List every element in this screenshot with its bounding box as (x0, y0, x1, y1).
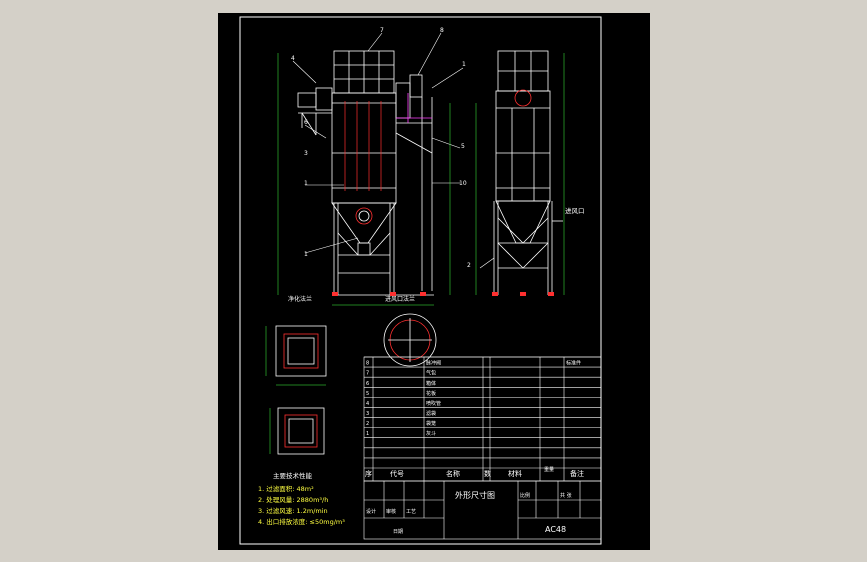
front-view (277, 32, 464, 306)
process-label: 工艺 (406, 509, 416, 515)
bom-row: 2 袋笼 (366, 420, 436, 427)
side-view (475, 50, 565, 296)
bom-row: 8 脉冲阀 标准件 (366, 360, 581, 367)
scale-label: 比例 (520, 492, 530, 499)
callout-1c: 1 (304, 251, 308, 258)
bom-header-qty: 数 (484, 469, 491, 478)
bom-row: 4 喷吹管 (366, 400, 441, 407)
drawing-title: 外形尺寸图 (455, 490, 495, 500)
filter-bags (344, 101, 382, 191)
spec-line-2: 2. 处理风量: 2880m³/h (258, 495, 328, 504)
bom-cell-name: 花板 (426, 390, 436, 397)
bom-cell-name: 喷吹管 (426, 400, 441, 407)
callout-8: 8 (440, 27, 444, 34)
spec-title: 主要技术性能 (273, 471, 313, 480)
callout-2: 2 (467, 262, 471, 269)
bom-cell-remark: 标准件 (566, 360, 581, 367)
callout-1b: 1 (304, 180, 308, 187)
model-number: AC48 (545, 525, 566, 534)
inlet-circle (355, 207, 373, 225)
title-block-text: 外形尺寸图 AC48 比例 共 张 设计 审核 工艺 日期 (366, 490, 572, 535)
label-inlet: 进风口 (565, 207, 585, 215)
bom-cell-name: 箱体 (426, 380, 436, 387)
bom-header-code: 代号 (390, 469, 404, 478)
side-body (495, 90, 551, 202)
bom-table (363, 356, 602, 482)
bom-header-name: 名称 (446, 469, 460, 478)
bom-cell-name: 袋笼 (426, 420, 436, 427)
bom-header-remark: 备注 (570, 469, 584, 478)
bom-row: 5 花板 (366, 390, 436, 397)
bom-cell-name: 滤袋 (426, 410, 436, 417)
bom-row: 3 滤袋 (366, 410, 436, 417)
bom-cell-no: 2 (366, 421, 369, 427)
callout-7: 7 (380, 27, 384, 34)
bom-row: 1 灰斗 (366, 430, 436, 437)
bom-rows: 8 脉冲阀 标准件 7 气包 6 箱体 5 花板 4 喷吹管 3 滤袋 2 袋笼 1 灰斗 (366, 360, 581, 438)
flange-square-2 (269, 407, 325, 455)
cad-drawing: 7 8 1 4 6 3 1 5 10 1 2 进风口 净化法兰 进风口法兰 主要… (239, 16, 602, 545)
spec-line-4: 4. 出口排放浓度: ≤50mg/m³ (258, 517, 345, 526)
callout-10: 10 (459, 180, 467, 187)
bom-cell-name: 气包 (426, 370, 436, 377)
callout-5: 5 (461, 143, 465, 150)
bom-cell-no: 5 (366, 391, 369, 397)
bom-cell-no: 7 (366, 371, 369, 377)
drawing-border (239, 16, 602, 545)
callout-3: 3 (304, 150, 308, 157)
drawing-sheet: 7 8 1 4 6 3 1 5 10 1 2 进风口 净化法兰 进风口法兰 主要… (218, 13, 650, 550)
flange-square-1 (265, 325, 327, 386)
bom-header-weight: 重量 (544, 466, 554, 473)
title-block (363, 480, 602, 540)
callout-4: 4 (291, 55, 295, 62)
bom-cell-no: 1 (366, 431, 369, 437)
bom-row: 6 箱体 (366, 380, 436, 387)
checker-label: 审核 (386, 508, 396, 515)
bom-cell-no: 3 (366, 411, 369, 417)
support-legs (333, 203, 395, 295)
label-flange-inlet: 进风口法兰 (385, 295, 415, 303)
bom-cell-name: 灰斗 (426, 430, 436, 437)
callout-6: 6 (304, 119, 308, 126)
bom-cell-name: 脉冲阀 (426, 360, 441, 367)
filter-body (331, 92, 397, 204)
spec-line-1: 1. 过滤面积: 48m² (258, 484, 314, 493)
bom-cell-no: 4 (366, 401, 369, 407)
anchor-marks (332, 292, 426, 296)
bom-row: 7 气包 (366, 370, 436, 377)
sheet-label: 共 张 (560, 492, 572, 499)
bom-header-material: 材料 (508, 469, 522, 478)
spec-block: 主要技术性能 1. 过滤面积: 48m² 2. 处理风量: 2880m³/h 3… (258, 471, 345, 526)
filter-grid-top (333, 50, 395, 94)
label-flange-left: 净化法兰 (288, 295, 312, 303)
callout-numbers: 7 8 1 4 6 3 1 5 10 1 2 (291, 27, 471, 269)
callout-1a: 1 (462, 61, 466, 68)
flange-round (383, 313, 437, 367)
designer-label: 设计 (366, 508, 376, 515)
bom-cell-no: 8 (366, 361, 369, 367)
bom-header: 序 代号 名称 数 材料 重量 备注 (365, 466, 584, 478)
valve-box (297, 92, 317, 108)
bom-header-no: 序 (365, 469, 372, 478)
date-label: 日期 (393, 529, 403, 535)
spec-line-3: 3. 过滤风速: 1.2m/min (258, 506, 328, 515)
bom-cell-no: 6 (366, 381, 369, 387)
